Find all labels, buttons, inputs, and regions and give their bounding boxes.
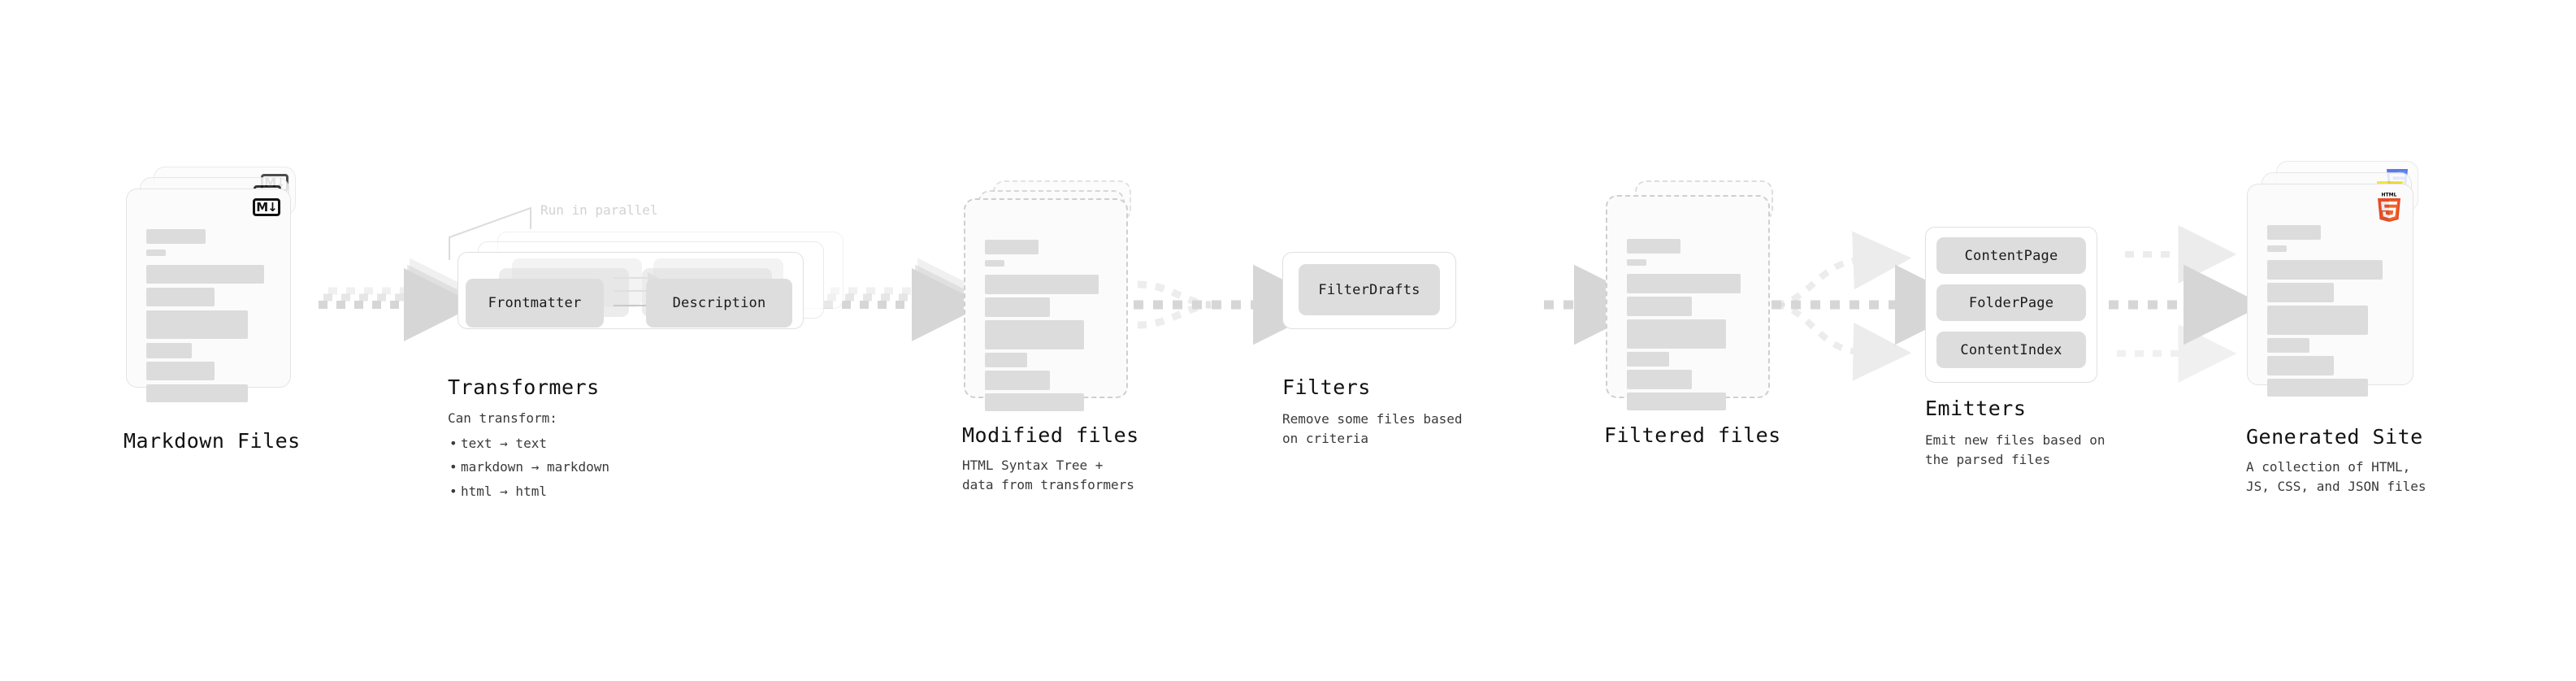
stage-subtitle-emitters: Emit new files based on the parsed files: [1925, 432, 2105, 468]
skeleton-line: [2267, 306, 2368, 335]
skeleton-line: [985, 240, 1039, 254]
skeleton-line: [1627, 319, 1726, 349]
connector-filtered-to-emitters: [1772, 231, 1975, 381]
html5-icon: HTML: [2378, 193, 2400, 222]
emitter-chip-folderpage[interactable]: FolderPage: [1936, 284, 2086, 321]
skeleton-line: [1627, 274, 1741, 293]
connector-emitters-to-site: [2109, 225, 2264, 383]
transformers-list-item: markdown → markdown: [449, 455, 609, 479]
skeleton-line: [985, 353, 1027, 367]
skeleton-line: [1627, 352, 1669, 367]
skeleton-line: [1627, 370, 1692, 389]
skeleton-line: [2267, 283, 2334, 302]
filtered-files-stack: [1606, 180, 1785, 424]
skeleton-line: [985, 297, 1050, 317]
transformer-chip-frontmatter[interactable]: Frontmatter: [466, 279, 604, 327]
skeleton-line: [985, 260, 1004, 267]
skeleton-line: [2267, 260, 2383, 280]
transformers-capability-list: Can transform: text → text markdown → ma…: [448, 406, 609, 503]
emitter-chip-contentindex[interactable]: ContentIndex: [1936, 332, 2086, 368]
stage-subtitle-filters: Remove some files based on criteria: [1282, 411, 1463, 447]
transformer-chip-description[interactable]: Description: [646, 279, 792, 327]
stage-title-markdown-files: Markdown Files: [124, 429, 301, 453]
modified-card-front: [964, 198, 1128, 411]
skeleton-line: [146, 229, 206, 244]
filtered-card-front: [1606, 195, 1770, 410]
skeleton-line: [2267, 379, 2368, 397]
skeleton-line: [146, 384, 248, 402]
transformers-list: text → text markdown → markdown html → h…: [448, 432, 609, 504]
modified-files-stack: [964, 180, 1143, 424]
transformer-inner-arrows: [614, 272, 659, 311]
skeleton-line: [985, 371, 1050, 390]
skeleton-line: [1627, 259, 1646, 266]
connector-markdown-to-transformers: [319, 258, 477, 341]
transformers-list-item: html → html: [449, 479, 609, 504]
stage-title-modified-files: Modified files: [962, 423, 1139, 447]
stage-title-filtered-files: Filtered files: [1604, 423, 1781, 447]
run-in-parallel-bracket: [449, 206, 531, 260]
connector-modified-to-filters: [1134, 264, 1334, 345]
skeleton-line: [1627, 393, 1726, 410]
skeleton-line: [985, 275, 1099, 294]
stage-subtitle-modified-files: HTML Syntax Tree + data from transformer…: [962, 458, 1134, 493]
skeleton-line: [985, 320, 1084, 349]
skeleton-line: [146, 249, 166, 256]
transformers-list-item: text → text: [449, 432, 609, 456]
run-in-parallel-label: Run in parallel: [540, 202, 658, 218]
markdown-icon: M↓: [253, 198, 280, 216]
filter-chip-filterdrafts[interactable]: FilterDrafts: [1299, 264, 1440, 315]
skeleton-line: [146, 343, 192, 358]
skeleton-line: [146, 288, 215, 306]
skeleton-line: [2267, 225, 2321, 240]
skeleton-line: [146, 310, 248, 339]
skeleton-line: [2267, 338, 2309, 353]
skeleton-line: [1627, 239, 1680, 254]
stage-title-generated-site: Generated Site: [2246, 425, 2423, 449]
stage-title-emitters: Emitters: [1925, 397, 2027, 420]
stage-subtitle-generated-site: A collection of HTML, JS, CSS, and JSON …: [2246, 459, 2426, 495]
svg-text:HTML: HTML: [2382, 193, 2397, 198]
skeleton-line: [2267, 356, 2334, 375]
skeleton-line: [2267, 245, 2287, 252]
generated-site-stack: HTML: [2247, 161, 2434, 413]
emitter-chip-contentpage[interactable]: ContentPage: [1936, 237, 2086, 274]
skeleton-line: [985, 393, 1084, 411]
skeleton-line: [1627, 297, 1692, 316]
markdown-files-stack: M↓ M↓ M↓: [126, 167, 301, 410]
skeleton-line: [146, 362, 215, 380]
transformers-list-header: Can transform:: [448, 410, 557, 426]
markdown-card-front: M↓: [126, 189, 291, 402]
stage-title-transformers: Transformers: [448, 375, 600, 399]
skeleton-line: [146, 265, 264, 284]
stage-title-filters: Filters: [1282, 375, 1371, 399]
generated-card-html: HTML: [2247, 184, 2413, 397]
